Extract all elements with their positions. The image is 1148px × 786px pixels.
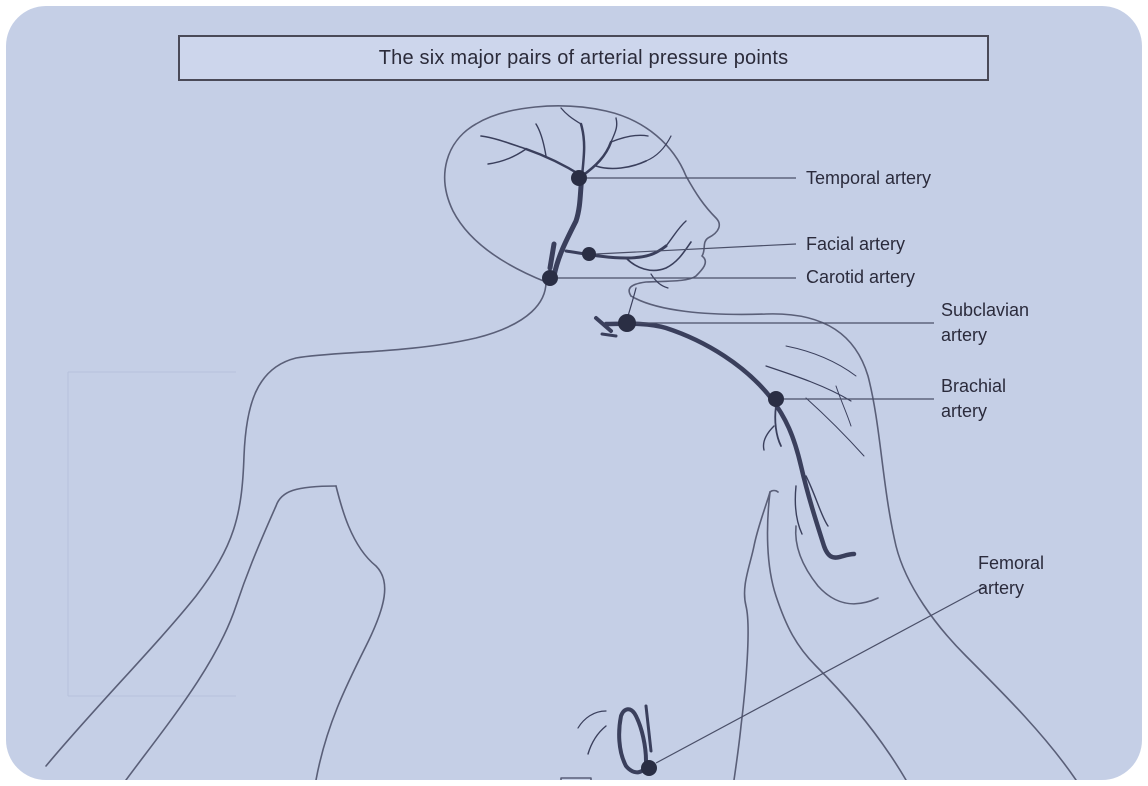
leader-lines: [558, 178, 986, 763]
title-box: The six major pairs of arterial pressure…: [178, 35, 989, 81]
body-outline: [46, 106, 1076, 780]
brachial-artery-label: Brachial artery: [941, 374, 1006, 424]
subclavian-point: [618, 314, 636, 332]
carotid-artery-label: Carotid artery: [806, 265, 915, 290]
temporal-point: [571, 170, 587, 186]
femoral-artery-label: Femoral artery: [978, 551, 1044, 601]
diagram-title: The six major pairs of arterial pressure…: [379, 47, 789, 70]
femoral-leader: [656, 586, 986, 763]
temporal-artery-label: Temporal artery: [806, 166, 931, 191]
femoral-point: [641, 760, 657, 776]
pressure-points: [542, 170, 784, 776]
brachial-point: [768, 391, 784, 407]
facial-point: [582, 247, 596, 261]
carotid-point: [542, 270, 558, 286]
slide: The six major pairs of arterial pressure…: [6, 6, 1142, 780]
facial-artery-label: Facial artery: [806, 232, 905, 257]
arteries: [481, 108, 864, 772]
subclavian-artery-label: Subclavian artery: [941, 298, 1029, 348]
facial-leader: [596, 244, 796, 254]
